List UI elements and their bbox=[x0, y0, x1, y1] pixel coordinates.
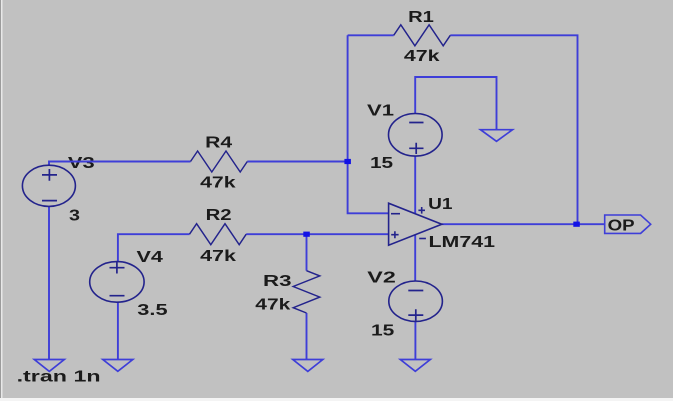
svg-text:.tran 1n: .tran 1n bbox=[17, 369, 101, 386]
svg-text:R2: R2 bbox=[206, 207, 232, 224]
svg-text:OP: OP bbox=[608, 218, 635, 235]
svg-text:LM741: LM741 bbox=[429, 234, 496, 251]
svg-text:15: 15 bbox=[370, 155, 393, 172]
svg-text:15: 15 bbox=[371, 323, 394, 340]
svg-text:V4: V4 bbox=[137, 249, 164, 266]
svg-text:U1: U1 bbox=[428, 196, 453, 213]
svg-text:47k: 47k bbox=[255, 296, 290, 313]
svg-text:R4: R4 bbox=[205, 135, 232, 152]
svg-text:V1: V1 bbox=[367, 102, 394, 119]
svg-text:3: 3 bbox=[69, 207, 80, 224]
svg-text:R3: R3 bbox=[263, 273, 292, 290]
svg-text:3.5: 3.5 bbox=[137, 302, 167, 319]
svg-text:V3: V3 bbox=[68, 155, 95, 172]
svg-text:R1: R1 bbox=[408, 9, 434, 26]
svg-text:V2: V2 bbox=[367, 270, 396, 287]
svg-text:47k: 47k bbox=[200, 174, 236, 191]
svg-text:47k: 47k bbox=[404, 48, 440, 65]
svg-text:47k: 47k bbox=[200, 248, 236, 265]
